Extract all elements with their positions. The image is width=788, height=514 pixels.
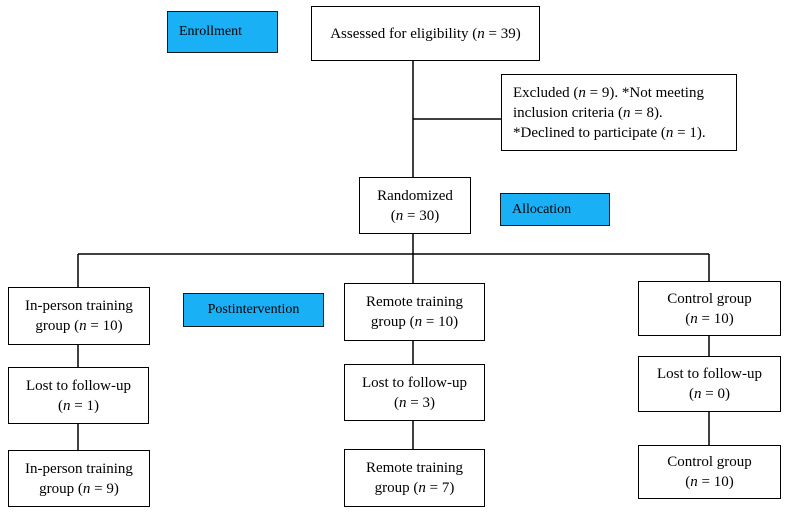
remote-final-box: Remote training group (n = 7) — [344, 449, 485, 507]
randomized-box: Randomized (n = 30) — [359, 177, 471, 234]
inperson-final-box: In-person training group (n = 9) — [8, 450, 150, 507]
control-lost-box: Lost to follow-up (n = 0) — [638, 356, 781, 412]
assessed-box: Assessed for eligibility (n = 39) — [311, 6, 540, 61]
postintervention-label-text: Postintervention — [207, 302, 300, 317]
control-final-line1: Control group — [667, 454, 752, 470]
allocation-label: Allocation — [500, 193, 610, 226]
inperson-lost-box: Lost to follow-up (n = 1) — [8, 367, 149, 424]
control-lost-line2: (n = 0) — [689, 386, 730, 402]
enrollment-label-text: Enrollment — [179, 24, 242, 39]
control-final-line2: (n = 10) — [685, 474, 734, 490]
inperson-group-line2: group (n = 10) — [35, 318, 123, 334]
inperson-group-box: In-person training group (n = 10) — [8, 287, 150, 345]
control-group-box: Control group (n = 10) — [638, 281, 781, 336]
inperson-group-line1: In-person training — [25, 298, 133, 314]
assessed-line1: Assessed for eligibility (n = 39) — [330, 25, 521, 42]
inperson-lost-line2: (n = 1) — [58, 397, 99, 414]
remote-lost-line2: (n = 3) — [394, 394, 435, 411]
control-group-line1: Control group — [667, 290, 752, 307]
control-final-box: Control group (n = 10) — [638, 445, 781, 499]
excluded-line1: Excluded (n = 9). *Not meeting — [513, 84, 704, 101]
postintervention-label: Postintervention — [183, 293, 324, 327]
remote-group-line2: group (n = 10) — [370, 314, 459, 330]
remote-final-line2: group (n = 7) — [374, 480, 455, 496]
inperson-lost-line1: Lost to follow-up — [26, 377, 131, 394]
allocation-label-text: Allocation — [512, 201, 572, 217]
excluded-box: Excluded (n = 9). *Not meeting inclusion… — [501, 74, 737, 151]
inperson-final-line1: In-person training — [25, 460, 133, 477]
excluded-line2: inclusion criteria (n = 8). — [513, 104, 663, 121]
remote-group-box: Remote training group (n = 10) — [344, 283, 485, 341]
inperson-final-line2: group (n = 9) — [39, 480, 119, 497]
remote-group-line1: Remote training — [365, 294, 464, 310]
randomized-line1: Randomized — [377, 187, 453, 204]
control-group-line2: (n = 10) — [685, 310, 734, 327]
enrollment-label: Enrollment — [167, 11, 278, 53]
control-lost-line1: Lost to follow-up — [657, 366, 762, 382]
remote-final-line1: Remote training — [365, 460, 464, 476]
excluded-line3: *Declined to participate (n = 1). — [513, 124, 706, 141]
randomized-line2: (n = 30) — [390, 207, 440, 224]
remote-lost-box: Lost to follow-up (n = 3) — [344, 364, 485, 421]
remote-lost-line1: Lost to follow-up — [362, 374, 467, 391]
